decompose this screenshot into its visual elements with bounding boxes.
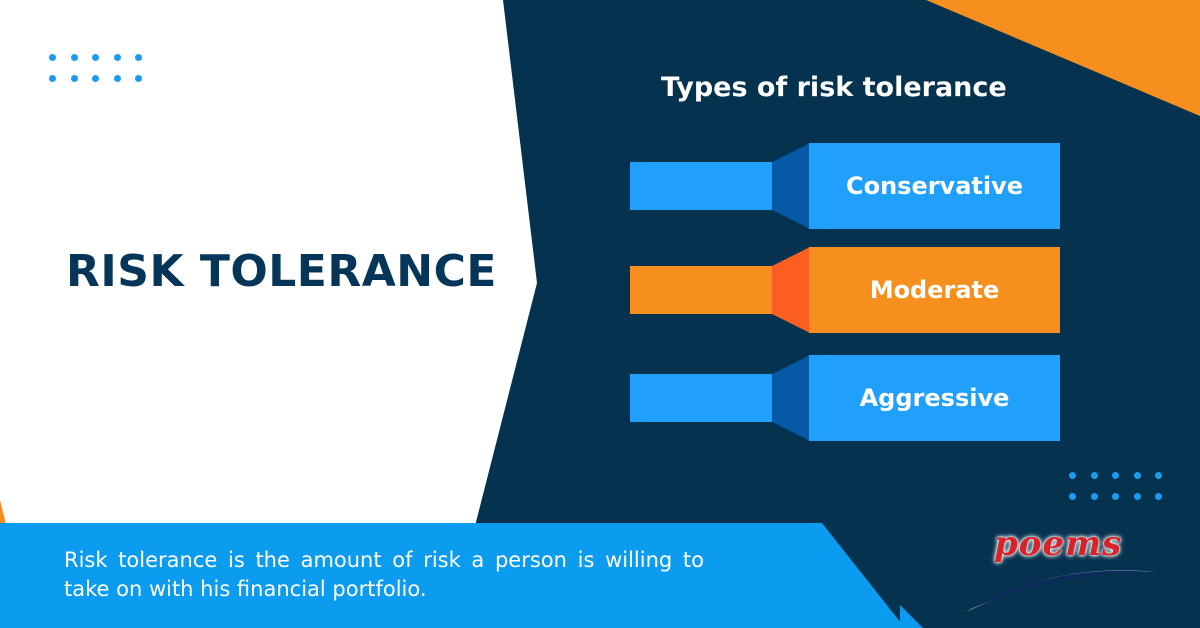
type-label: Moderate [869,276,1000,304]
dot-icon [92,75,99,82]
dot-icon [49,54,56,61]
type-label: Conservative [845,172,1024,200]
description-text: Risk tolerance is the amount of risk a p… [64,548,704,601]
orange-sliver [0,500,6,524]
arrow-stem [630,162,772,210]
arrow-neck [772,143,810,229]
type-card: Aggressive [809,355,1060,441]
arrow-stem [630,374,772,422]
page-title: RISK TOLERANCE [66,246,497,297]
blue-corner-accent [900,605,923,628]
type-card: Conservative [809,143,1060,229]
dot-icon [70,75,78,82]
risk-type-moderate: Moderate [630,247,1060,333]
dot-icon [135,54,142,61]
description-banner [0,523,905,628]
dot-icon [70,54,78,61]
dot-icon [49,75,56,82]
types-heading: Types of risk tolerance [661,72,1007,103]
logo-swoosh-icon [966,570,1156,612]
dot-icon [1112,493,1119,500]
brand-logo: poems [960,520,1160,612]
dot-icon [92,54,99,61]
dot-icon [1069,493,1076,500]
arrow-stem [630,266,772,314]
type-card: Moderate [809,247,1060,333]
risk-type-aggressive: Aggressive [630,355,1060,441]
dot-icon [113,54,121,61]
dot-icon [135,75,142,82]
logo-wordmark: poems [994,524,1123,564]
type-label: Aggressive [859,384,1010,412]
dot-icon [1155,493,1162,500]
dot-icon [1133,472,1141,479]
dot-icon [1133,493,1141,500]
dot-icon [1112,472,1119,479]
arrow-neck [772,247,810,333]
orange-corner-triangle [926,0,1200,116]
dot-icon [1069,472,1076,479]
dot-grid-bottom-right [1069,472,1162,500]
dot-icon [1155,472,1162,479]
dot-grid-top-left [49,54,142,82]
risk-type-conservative: Conservative [630,143,1060,229]
arrow-neck [772,355,810,441]
dot-icon [1090,493,1098,500]
dot-icon [113,75,121,82]
dot-icon [1090,472,1098,479]
